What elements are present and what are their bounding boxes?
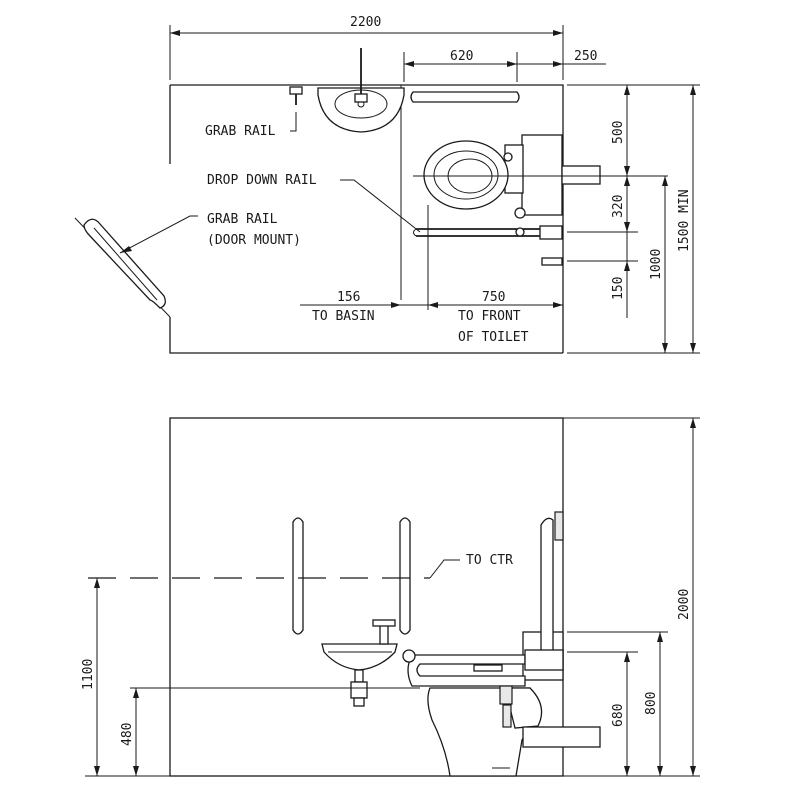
arrow <box>624 261 630 271</box>
dim-2000: 2000 <box>677 589 692 620</box>
grab-rail-leader <box>290 112 297 132</box>
arrow <box>657 632 663 642</box>
arrow <box>690 343 696 353</box>
dim-320: 320 <box>611 195 626 218</box>
arrow <box>553 30 563 36</box>
label-drop-down-rail: DROP DOWN RAIL <box>207 173 317 188</box>
dim-800: 800 <box>644 692 659 715</box>
arrow <box>507 61 517 67</box>
arrow <box>170 30 180 36</box>
dim-750: 750 <box>482 290 505 305</box>
arrow <box>657 766 663 776</box>
label-of-toilet: OF TOILET <box>458 330 529 345</box>
grab-rail-bracket <box>289 86 303 95</box>
label-to-basin: TO BASIN <box>312 309 375 324</box>
toilet-elevation <box>427 631 601 777</box>
horizontal-grab-rail-plan <box>410 91 520 103</box>
arrow <box>624 166 630 176</box>
vertical-grab-rail-left <box>292 517 304 635</box>
arrow <box>624 176 630 186</box>
dim-1500-min: 1500 MIN <box>677 189 692 252</box>
label-door-grab-rail-1: GRAB RAIL <box>207 212 278 227</box>
dim-620: 620 <box>450 49 473 64</box>
arrow <box>94 766 100 776</box>
dim-500: 500 <box>611 121 626 144</box>
dim-2200: 2200 <box>350 15 381 30</box>
arrow <box>553 302 563 308</box>
arrow <box>624 766 630 776</box>
arrow <box>624 85 630 95</box>
door-grab-rail-leader <box>119 215 198 254</box>
elevation-view: TO CTR <box>81 417 700 777</box>
arrow <box>391 302 401 308</box>
dim-680: 680 <box>611 704 626 727</box>
arrow <box>662 343 668 353</box>
arrow <box>690 418 696 428</box>
side-grab-rail <box>540 517 554 656</box>
arrow <box>553 61 563 67</box>
arrow <box>662 176 668 186</box>
arrow <box>690 85 696 95</box>
label-to-ctr: TO CTR <box>466 553 513 568</box>
arrow <box>624 222 630 232</box>
drop-down-rail-leader <box>340 179 421 233</box>
basin-plan <box>317 48 405 133</box>
label-to-front: TO FRONT <box>458 309 521 324</box>
dim-250: 250 <box>574 49 597 64</box>
arrow <box>94 578 100 588</box>
door-grab-rail-plan <box>83 218 166 309</box>
dim-150: 150 <box>611 277 626 300</box>
plan-wall-left-lower <box>169 317 563 354</box>
plan-wall-top-right <box>170 84 564 353</box>
vertical-grab-rail-right <box>399 517 411 635</box>
dim-1100: 1100 <box>81 659 96 690</box>
dim-156: 156 <box>337 290 360 305</box>
plan-view: 2200 620 250 GRAB RAIL <box>74 15 700 354</box>
rail-bracket-top <box>554 511 564 541</box>
label-grab-rail: GRAB RAIL <box>205 124 276 139</box>
basin-elevation <box>321 619 398 707</box>
drop-down-rail-plan <box>413 225 563 266</box>
arrow <box>133 688 139 698</box>
arrow <box>624 652 630 662</box>
dim-480: 480 <box>120 723 135 746</box>
arrow <box>404 61 414 67</box>
label-door-grab-rail-2: (DOOR MOUNT) <box>207 233 301 248</box>
toilet-plan <box>423 134 601 219</box>
arrow <box>690 766 696 776</box>
arrow <box>120 246 132 253</box>
arrow <box>428 302 438 308</box>
drop-down-rail-elevation <box>402 649 564 728</box>
to-ctr-leader <box>429 559 460 579</box>
dim-1000: 1000 <box>649 249 664 280</box>
arrow <box>133 766 139 776</box>
